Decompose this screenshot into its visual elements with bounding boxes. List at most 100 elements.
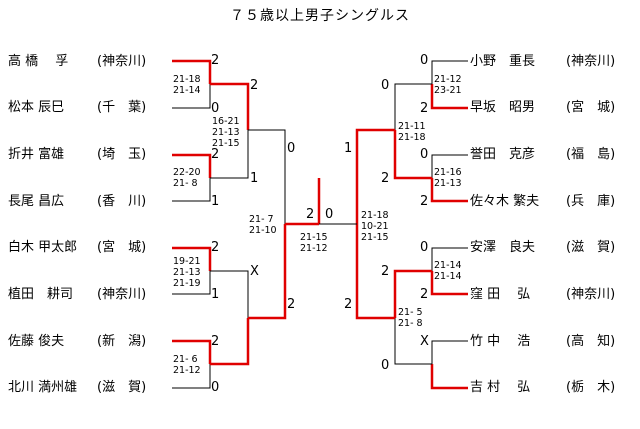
game-score: 2 <box>211 334 220 349</box>
game-score: 0 <box>420 240 429 255</box>
winner-path <box>393 130 432 180</box>
left-player-name: 白木 甲太郎 <box>8 240 78 255</box>
game-score: 0 <box>381 78 390 93</box>
right-player-name: 竹 中 浩 <box>470 334 531 349</box>
game-score: 0 <box>325 207 334 222</box>
bracket-line <box>431 60 468 84</box>
game-score: 2 <box>250 78 259 93</box>
winner-path <box>430 271 468 296</box>
bracket-line <box>248 129 286 224</box>
right-player-name: 窪 田 弘 <box>470 287 531 302</box>
winner-path <box>355 128 395 224</box>
bracket-title: ７５歳以上男子シングルス <box>230 8 410 24</box>
right-player-pref: (宮 城) <box>566 100 616 115</box>
game-score: 2 <box>211 53 220 68</box>
right-player-pref: (福 島) <box>566 147 616 162</box>
winner-path <box>393 269 432 318</box>
winner-path <box>210 318 250 366</box>
right-player-pref: (滋 賀) <box>566 240 616 255</box>
left-player-name: 北川 満州雄 <box>8 380 78 395</box>
left-player-pref: (滋 賀) <box>97 380 147 395</box>
winner-path <box>172 339 212 364</box>
right-player-name: 早坂 昭男 <box>470 100 536 115</box>
right-player-pref: (兵 庫) <box>566 194 616 209</box>
left-player-pref: (香 川) <box>97 194 147 209</box>
game-score: 2 <box>211 147 220 162</box>
bracket-line <box>394 318 432 365</box>
game-score: 0 <box>287 141 296 156</box>
bracket-line <box>431 154 468 178</box>
game-score: 2 <box>420 287 429 302</box>
game-score: 1 <box>211 287 220 302</box>
left-player-pref: (新 潟) <box>97 334 147 349</box>
right-player-name: 佐々木 繁夫 <box>470 194 540 209</box>
left-player-name: 松本 辰巳 <box>8 100 65 115</box>
right-player-pref: (神奈川) <box>566 287 616 302</box>
winner-path <box>248 224 287 320</box>
winner-path <box>355 224 395 320</box>
winner-path <box>172 153 212 178</box>
bracket-line <box>172 364 211 389</box>
right-player-name: 安澤 良夫 <box>470 240 536 255</box>
right-player-name: 吉 村 弘 <box>470 380 531 395</box>
game-score: X <box>250 264 259 279</box>
game-score: 1 <box>250 171 259 186</box>
left-player-name: 高 橋 孚 <box>8 54 69 69</box>
game-score: X <box>420 334 429 349</box>
game-score: 0 <box>381 358 390 373</box>
game-score: 0 <box>420 53 429 68</box>
right-player-pref: (栃 木) <box>566 380 616 395</box>
game-score: 1 <box>211 194 220 209</box>
game-score: 2 <box>420 101 429 116</box>
left-player-name: 折井 富雄 <box>8 147 65 162</box>
right-player-name: 小野 重長 <box>470 54 536 69</box>
winner-path <box>430 178 468 203</box>
bracket-line <box>172 178 211 202</box>
bracket-line <box>431 340 468 364</box>
left-player-pref: (神奈川) <box>97 54 147 69</box>
left-player-pref: (宮 城) <box>97 240 147 255</box>
bracket-line <box>394 83 432 130</box>
bracket-line <box>210 130 249 179</box>
left-player-pref: (埼 玉) <box>97 147 147 162</box>
game-score: 0 <box>211 101 220 116</box>
right-player-pref: (神奈川) <box>566 54 616 69</box>
game-score: 2 <box>211 240 220 255</box>
game-score: 2 <box>287 297 296 312</box>
game-score: 0 <box>420 147 429 162</box>
left-player-name: 植田 耕司 <box>8 287 74 302</box>
left-player-pref: (千 葉) <box>97 100 147 115</box>
game-score: 2 <box>381 264 390 279</box>
left-player-name: 長尾 昌広 <box>8 194 65 209</box>
bracket-line <box>431 247 468 271</box>
game-score: 1 <box>344 141 353 156</box>
bracket-line <box>172 84 211 109</box>
left-player-pref: (神奈川) <box>97 287 147 302</box>
winner-path <box>210 82 250 130</box>
winner-path <box>172 59 212 84</box>
winner-path <box>172 246 212 271</box>
bracket-line <box>172 271 211 295</box>
game-score: 0 <box>211 380 220 395</box>
winner-path <box>430 84 468 110</box>
right-player-pref: (高 知) <box>566 334 616 349</box>
left-player-name: 佐藤 俊夫 <box>8 334 65 349</box>
game-score: 2 <box>381 171 390 186</box>
game-score: 2 <box>306 207 315 222</box>
right-player-name: 誉田 克彦 <box>470 147 536 162</box>
game-score: 2 <box>344 297 353 312</box>
winner-path <box>430 364 468 390</box>
